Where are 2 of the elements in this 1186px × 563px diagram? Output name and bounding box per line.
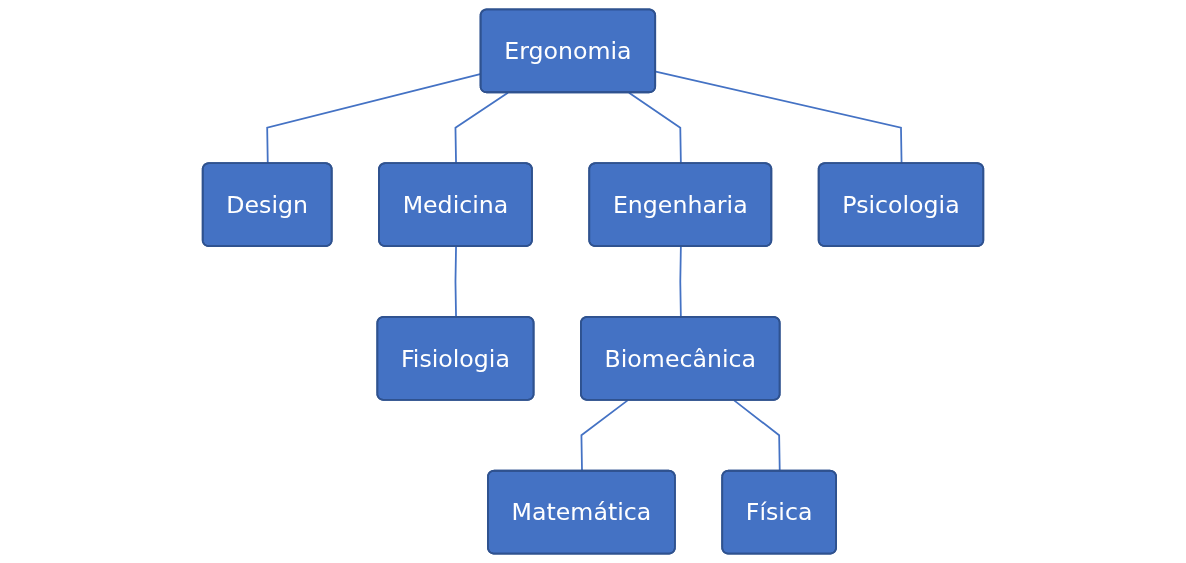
- connector: [454, 91, 509, 165]
- connector: [628, 91, 682, 165]
